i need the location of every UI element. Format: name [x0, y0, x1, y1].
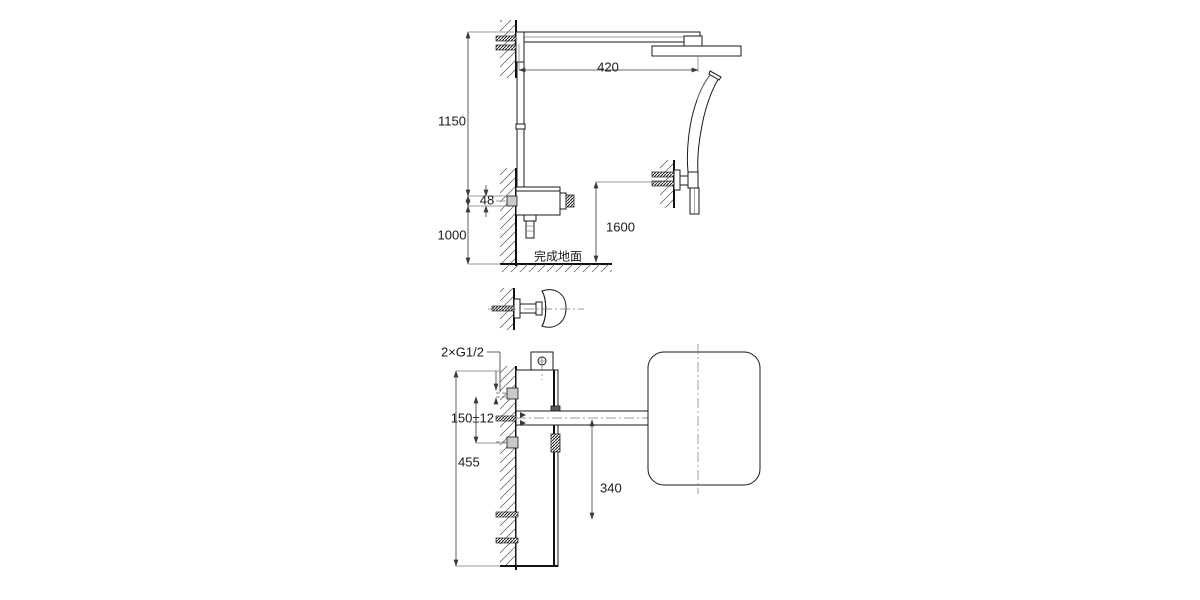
- riser-pipe-joint: [515, 123, 526, 130]
- dimension-455: 455: [453, 370, 500, 567]
- dimension-thread-spec: 2×G1/2: [441, 344, 501, 405]
- wall-anchor-bolts-top: [495, 35, 517, 51]
- handle-detail-view: [488, 288, 584, 330]
- riser-pipe-upper: [516, 61, 525, 125]
- valve-wall-inlet: [496, 195, 518, 207]
- dimension-1150: 1150: [438, 31, 514, 197]
- rain-shower-head: [651, 45, 742, 57]
- wall-anchor-bolts-plan: [495, 511, 519, 544]
- dimension-label-1000: 1000: [438, 227, 467, 242]
- dimension-label-thread-spec: 2×G1/2: [441, 344, 484, 359]
- inlet-fitting-lower: [496, 436, 519, 449]
- inlet-fitting-upper: [496, 387, 519, 400]
- note-finished-floor: 完成地面: [534, 249, 582, 264]
- rain-shower-head-plan: [647, 344, 761, 494]
- valve-housing-plan: [515, 369, 559, 567]
- dimension-340: 340: [589, 419, 622, 520]
- dimension-label-1150: 1150: [438, 113, 466, 128]
- plan-view: 2×G1/2 150±12 455 340: [441, 344, 761, 570]
- finished-floor: [500, 263, 612, 272]
- dimension-label-1600: 1600: [606, 219, 635, 234]
- mixer-valve-body: [515, 186, 575, 239]
- arm-anchor-bolt: [495, 415, 519, 422]
- valve-top-cap: [530, 351, 554, 380]
- wall-lower: [500, 168, 517, 266]
- dimension-label-48: 48: [480, 192, 494, 207]
- dimension-150: 150±12: [451, 396, 507, 444]
- dimension-48: 48: [465, 185, 507, 217]
- dimension-1000: 1000: [438, 205, 500, 265]
- handshower: [686, 70, 722, 215]
- elevation-view: 1150 48 1000 420: [438, 20, 742, 272]
- dimension-label-340: 340: [600, 480, 622, 495]
- handshower-wall-bracket: [651, 160, 699, 208]
- arm-boss-lower: [550, 433, 561, 453]
- dimension-420: 420: [518, 44, 699, 74]
- dimension-1600: 1600: [593, 181, 660, 263]
- shower-arm: [515, 31, 701, 63]
- dimension-label-455: 455: [458, 454, 480, 469]
- dimension-label-150: 150±12: [451, 410, 494, 425]
- dimension-label-420: 420: [597, 59, 619, 74]
- riser-pipe-lower: [516, 128, 525, 188]
